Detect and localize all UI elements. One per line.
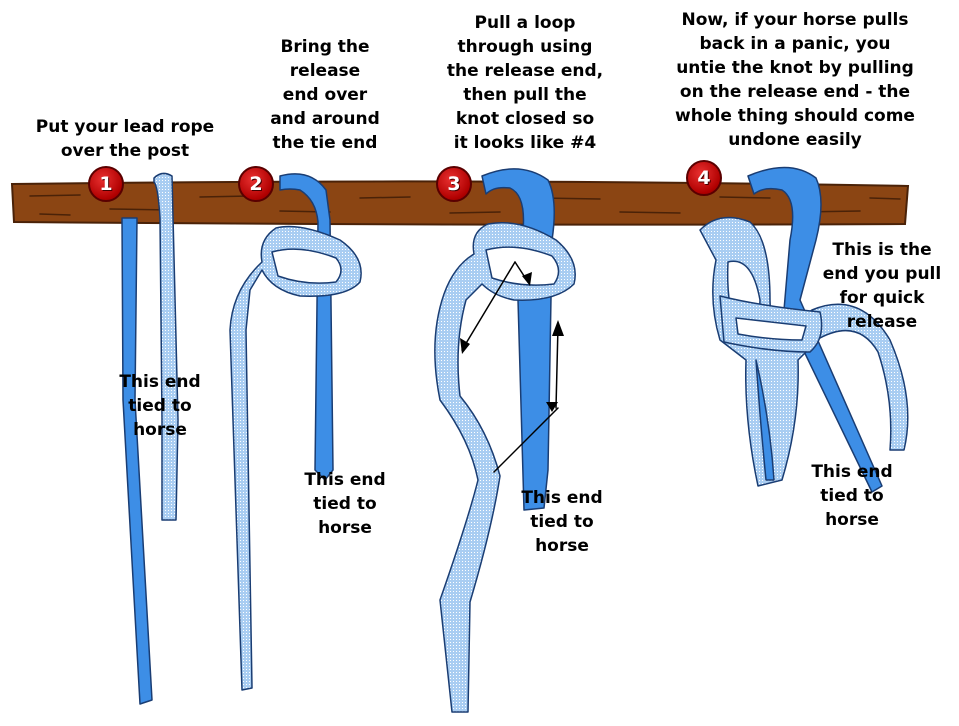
rope-2-release-end bbox=[230, 227, 361, 691]
step-4-badge: 4 bbox=[686, 160, 722, 196]
rope-step-3 bbox=[435, 169, 575, 712]
rope-1-release-end bbox=[154, 173, 178, 520]
rope-3-release-end bbox=[435, 223, 575, 712]
step-2-badge: 2 bbox=[238, 166, 274, 202]
step-3-badge: 3 bbox=[436, 166, 472, 202]
rope-step-2 bbox=[230, 174, 361, 690]
rope-1-tie-end bbox=[122, 218, 152, 704]
step-1-badge: 1 bbox=[88, 166, 124, 202]
